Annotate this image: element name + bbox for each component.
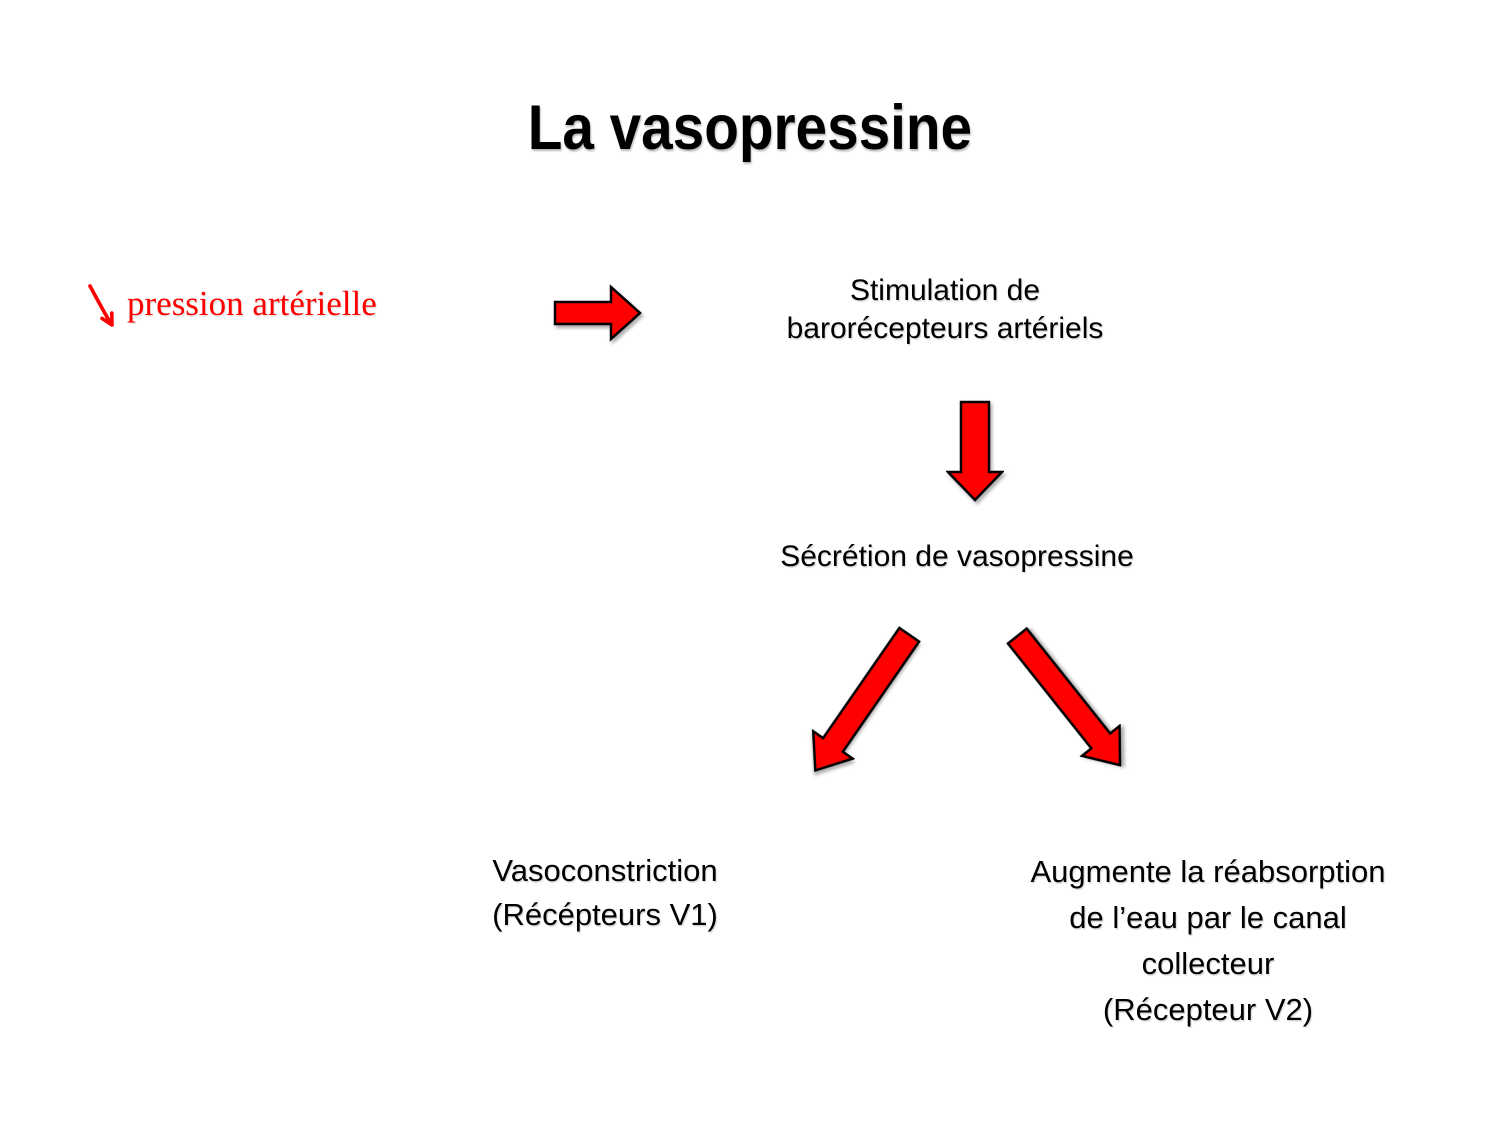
trigger-label: pression artérielle bbox=[127, 284, 377, 323]
node-vasoconstriction: Vasoconstriction (Récépteurs V1) bbox=[492, 853, 718, 932]
down-left-block-arrow-icon bbox=[811, 626, 921, 773]
page-title: La vasopressine bbox=[0, 93, 1500, 163]
page-title-text: La vasopressine bbox=[527, 93, 973, 163]
node-secretion: Sécrétion de vasopressine bbox=[780, 540, 1134, 573]
node-stimulation: Stimulation de barorécepteurs artériels bbox=[786, 274, 1104, 345]
decrease-arrow-icon bbox=[88, 284, 114, 327]
down-right-block-arrow-icon bbox=[1006, 626, 1122, 767]
down-block-arrow-icon bbox=[946, 400, 1004, 502]
right-block-arrow-icon bbox=[553, 284, 642, 342]
node-reabsorption: Augmente la réabsorption de l’eau par le… bbox=[1030, 854, 1386, 1027]
